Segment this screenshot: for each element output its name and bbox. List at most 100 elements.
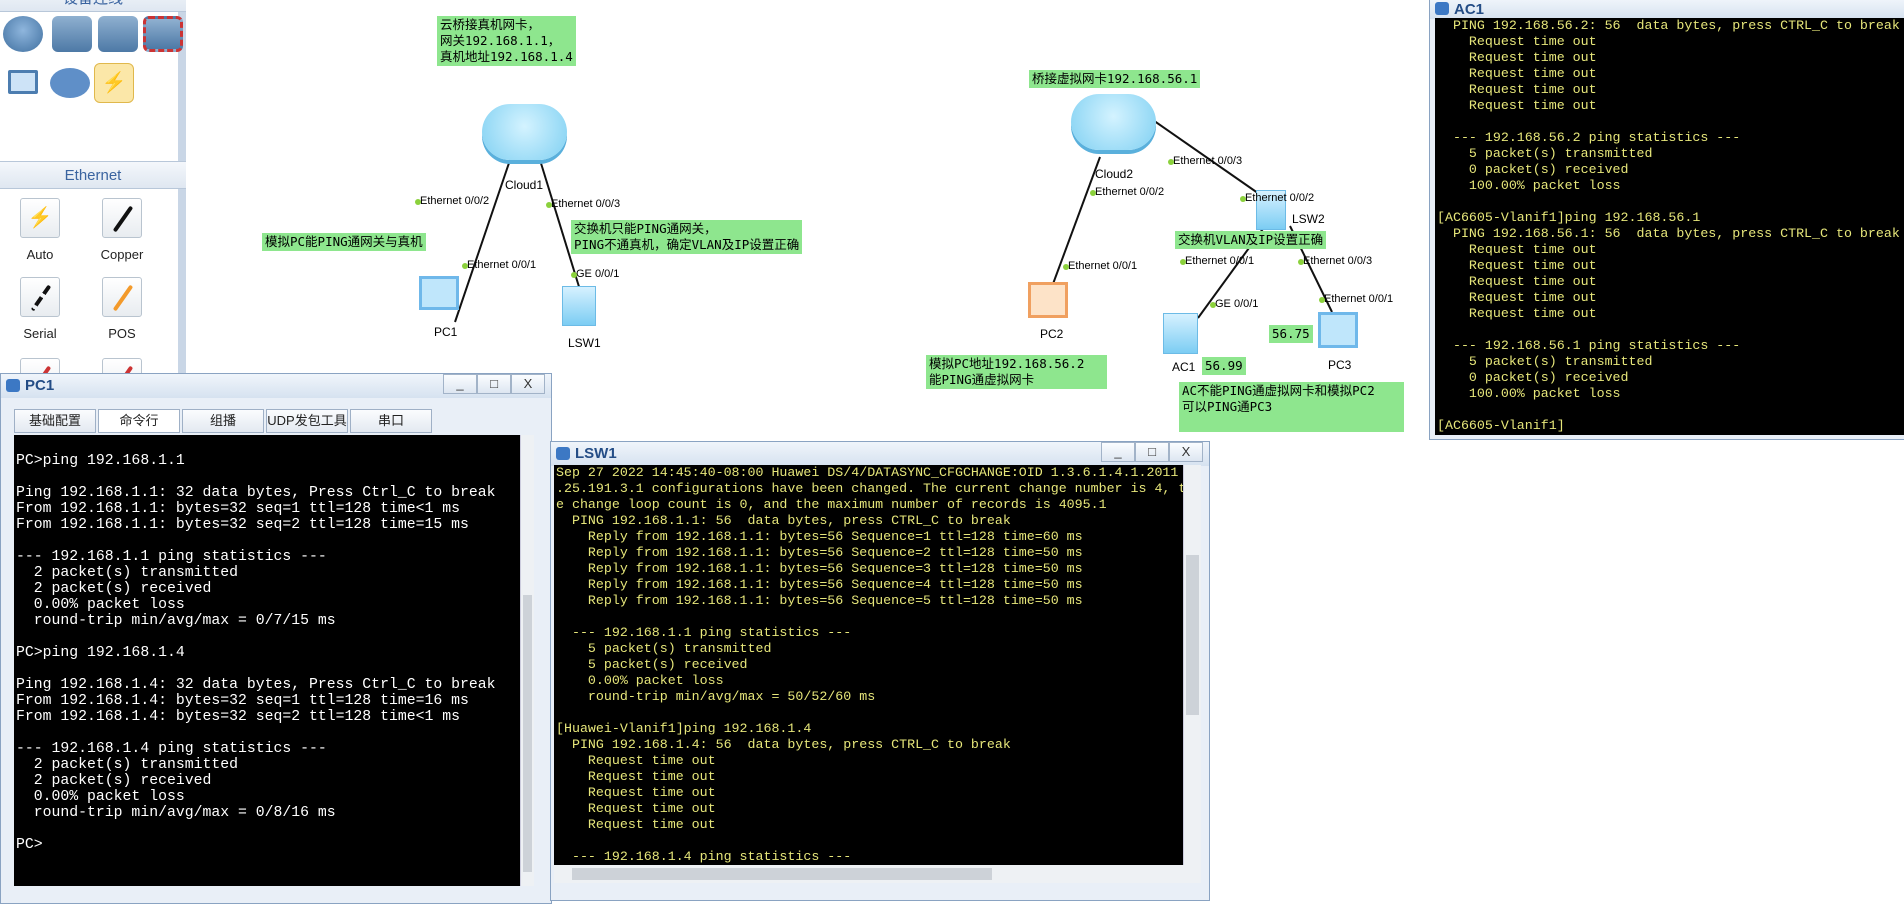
terminal-line: Request time out xyxy=(1437,82,1597,97)
firewall-icon[interactable] xyxy=(143,16,183,52)
pc2-icon[interactable] xyxy=(1028,282,1068,318)
note-cloud2[interactable]: 桥接虚拟网卡192.168.56.1 xyxy=(1029,70,1201,88)
devices-section-header: 设备连线 xyxy=(0,0,186,12)
terminal-line: --- 192.168.1.4 ping statistics --- xyxy=(556,849,852,864)
terminal-line: --- 192.168.56.1 ping statistics --- xyxy=(1437,338,1741,353)
terminal-line xyxy=(16,629,518,645)
terminal-line xyxy=(1437,194,1902,210)
terminal-line: 5 packet(s) transmitted xyxy=(556,641,772,656)
link-cloud1-lsw1 xyxy=(539,159,581,291)
terminal-line: PC> xyxy=(16,837,43,853)
tab-command-line[interactable]: 命令行 xyxy=(98,409,180,433)
terminal-line: --- 192.168.1.4 ping statistics --- xyxy=(16,741,327,757)
close-button[interactable]: X xyxy=(511,374,545,394)
tab-multicast[interactable]: 组播 xyxy=(182,409,264,433)
copper-cable-icon[interactable] xyxy=(102,198,142,238)
lsw2-icon[interactable] xyxy=(1256,190,1286,230)
ac1-terminal[interactable]: PING 192.168.56.2: 56 data bytes, press … xyxy=(1435,18,1904,435)
note-pc1[interactable]: 模拟PC能PING通网关与真机 xyxy=(262,233,426,251)
switch-icon[interactable] xyxy=(52,16,92,52)
terminal-line xyxy=(16,469,518,485)
maximize-button[interactable]: □ xyxy=(1135,442,1169,462)
terminal-line: 5 packet(s) received xyxy=(556,657,748,672)
port-label: Ethernet 0/0/1 xyxy=(461,259,537,271)
terminal-line xyxy=(556,833,1181,849)
note-ac[interactable]: AC不能PING通虚拟网卡和模拟PC2 可以PING通PC3 xyxy=(1179,382,1404,432)
pc1-scrollbar[interactable] xyxy=(520,435,534,886)
terminal-line: round-trip min/avg/max = 0/7/15 ms xyxy=(16,613,336,629)
serial-cable-label: Serial xyxy=(23,326,57,341)
note-pc3-ip[interactable]: 56.75 xyxy=(1269,325,1313,343)
terminal-line: .25.191.3.1 configurations have been cha… xyxy=(556,481,1183,496)
window-title: PC1 xyxy=(25,377,55,394)
terminal-line xyxy=(16,725,518,741)
lsw1-vertical-scrollbar[interactable] xyxy=(1183,465,1201,865)
note-cloud1[interactable]: 云桥接真机网卡， 网关192.168.1.1， 真机地址192.168.1.4 xyxy=(437,16,576,66)
app-icon xyxy=(556,447,570,460)
close-button[interactable]: X xyxy=(1169,442,1203,462)
note-ac-ip[interactable]: 56.99 xyxy=(1202,357,1246,375)
cable-icon[interactable]: ⚡ xyxy=(94,63,134,103)
terminal-line: round-trip min/avg/max = 50/52/60 ms xyxy=(556,689,876,704)
cloud2-icon[interactable] xyxy=(1071,94,1156,150)
terminal-line: PC>ping 192.168.1.1 xyxy=(16,453,185,469)
lsw1-horizontal-scrollbar[interactable] xyxy=(554,865,1201,883)
link-cloud2-lsw2 xyxy=(1149,117,1266,199)
terminal-line: 2 packet(s) transmitted xyxy=(16,757,238,773)
pc1-titlebar[interactable]: PC1 _ □ X xyxy=(1,374,551,398)
wireless-icon[interactable] xyxy=(98,16,138,52)
minimize-button[interactable]: _ xyxy=(1101,442,1135,462)
cloud-icon[interactable] xyxy=(50,68,90,98)
tab-serial[interactable]: 串口 xyxy=(350,409,432,433)
terminal-line: Sep 27 2022 14:45:40-08:00 Huawei DS/4/D… xyxy=(556,465,1179,480)
terminal-line: PING 192.168.1.4: 56 data bytes, press C… xyxy=(556,737,1011,752)
note-lsw1[interactable]: 交换机只能PING通网关， PING不通真机，确定VLAN及IP设置正确 xyxy=(571,220,803,254)
terminal-line: From 192.168.1.4: bytes=32 seq=2 ttl=128… xyxy=(16,709,460,725)
terminal-line xyxy=(1437,322,1902,338)
ethernet-section-header: Ethernet xyxy=(0,161,186,189)
note-lsw2[interactable]: 交换机VLAN及IP设置正确 xyxy=(1175,231,1327,249)
port-label: Ethernet 0/0/1 xyxy=(1179,255,1255,267)
serial-cable-icon[interactable] xyxy=(20,277,60,317)
ac1-icon[interactable] xyxy=(1163,313,1198,354)
pc-icon[interactable] xyxy=(8,70,38,94)
ac1-label: AC1 xyxy=(1172,360,1196,374)
tab-udp-tool[interactable]: UDP发包工具 xyxy=(266,409,348,433)
window-title: AC1 xyxy=(1454,1,1485,18)
lsw1-icon[interactable] xyxy=(562,286,596,326)
terminal-line: Reply from 192.168.1.1: bytes=56 Sequenc… xyxy=(556,545,1083,560)
lsw1-titlebar[interactable]: LSW1 _ □ X xyxy=(551,442,1209,466)
router-icon[interactable] xyxy=(3,16,43,52)
lsw1-terminal[interactable]: Sep 27 2022 14:45:40-08:00 Huawei DS/4/D… xyxy=(554,465,1183,865)
cloud1-icon[interactable] xyxy=(482,104,567,160)
terminal-line: round-trip min/avg/max = 0/8/16 ms xyxy=(16,805,336,821)
auto-cable-icon[interactable]: ⚡ xyxy=(20,198,60,238)
minimize-button[interactable]: _ xyxy=(443,374,477,394)
tab-basic-config[interactable]: 基础配置 xyxy=(14,409,96,433)
terminal-line: Request time out xyxy=(1437,98,1597,113)
terminal-line: From 192.168.1.1: bytes=32 seq=1 ttl=128… xyxy=(16,501,460,517)
terminal-line: [AC6605-Vlanif1]ping 192.168.56.1 xyxy=(1437,210,1701,225)
pc3-icon[interactable] xyxy=(1318,312,1358,348)
terminal-line: Request time out xyxy=(556,753,716,768)
pos-cable-icon[interactable] xyxy=(102,277,142,317)
note-pc2[interactable]: 模拟PC地址192.168.56.2 能PING通虚拟网卡 xyxy=(926,355,1107,389)
pc1-icon[interactable] xyxy=(419,276,459,310)
terminal-line: PING 192.168.1.1: 56 data bytes, press C… xyxy=(556,513,1011,528)
device-panel: 设备连线 ⚡ Ethernet ⚡ Auto Copper Serial POS xyxy=(0,0,186,398)
copper-cable-label: Copper xyxy=(100,247,144,262)
terminal-line: Reply from 192.168.1.1: bytes=56 Sequenc… xyxy=(556,593,1083,608)
terminal-line xyxy=(16,437,518,453)
terminal-line: Reply from 192.168.1.1: bytes=56 Sequenc… xyxy=(556,529,1083,544)
maximize-button[interactable]: □ xyxy=(477,374,511,394)
app-icon xyxy=(6,379,20,392)
terminal-line: Reply from 192.168.1.1: bytes=56 Sequenc… xyxy=(556,561,1083,576)
ac1-titlebar[interactable]: AC1 xyxy=(1430,0,1904,19)
terminal-line: Request time out xyxy=(556,817,716,832)
terminal-line: PING 192.168.56.2: 56 data bytes, press … xyxy=(1437,18,1900,33)
port-label: Ethernet 0/0/3 xyxy=(1297,255,1373,267)
port-label: GE 0/0/1 xyxy=(1209,298,1259,310)
terminal-line: Ping 192.168.1.4: 32 data bytes, Press C… xyxy=(16,677,496,693)
terminal-line: Request time out xyxy=(556,769,716,784)
